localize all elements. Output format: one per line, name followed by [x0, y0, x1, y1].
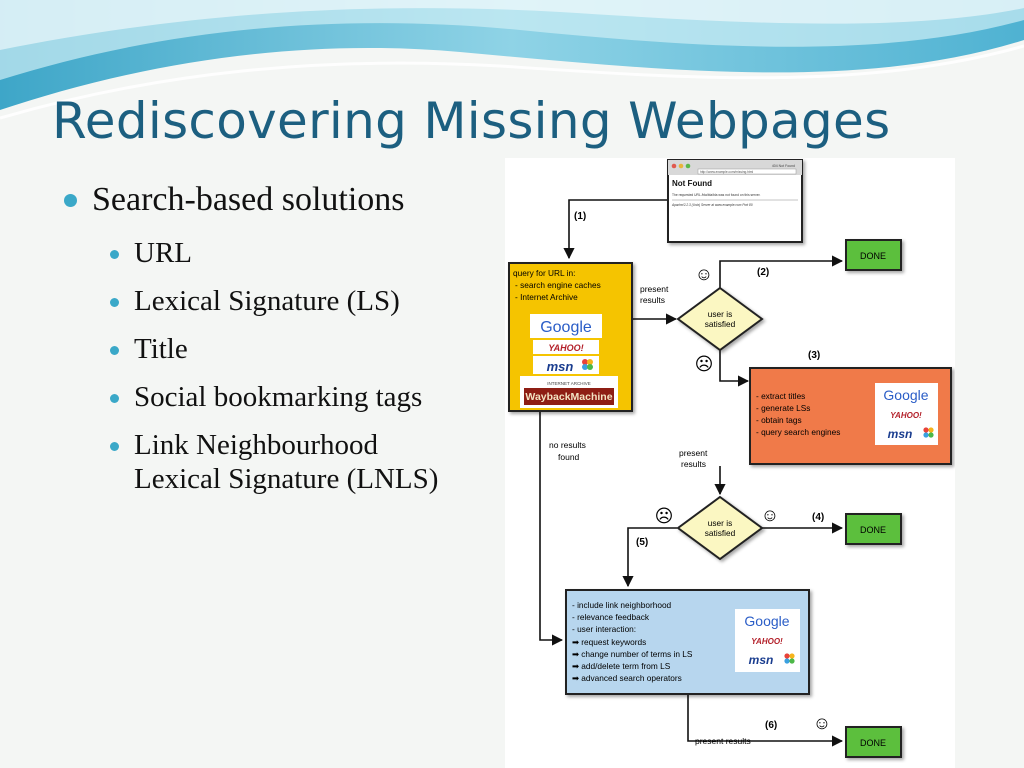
sub-bullet-list: URL Lexical Signature (LS) Title Social …	[60, 236, 510, 496]
sub-bullet-text: Lexical Signature (LS)	[134, 285, 400, 317]
arrow-to-done-1	[719, 255, 844, 288]
sub-bullet-tags: Social bookmarking tags	[60, 380, 510, 414]
step-label-2: (2)	[757, 267, 769, 278]
yahoo-logo: YAHOO!	[548, 343, 583, 353]
sub-bullet-dot	[110, 346, 119, 355]
not-found-browser-window: 404 Not Found http://www.example.com/mis…	[667, 159, 803, 243]
sub-bullet-dot	[110, 250, 119, 259]
arrow-to-box2	[719, 350, 750, 387]
yahoo-logo: YAHOO!	[751, 637, 783, 646]
sub-bullet-text: Title	[134, 333, 188, 365]
box-query-url: query for URL in: - search engine caches…	[508, 262, 633, 412]
bullet-main-text: Search-based solutions	[92, 181, 405, 218]
box3-line: ➡ advanced search operators	[572, 673, 682, 683]
present-results-label-1: present	[640, 284, 669, 294]
done-label-1: DONE	[860, 251, 886, 261]
msn-butterfly-icon	[582, 359, 593, 370]
browser-address: http://www.example.com/missing.html	[700, 170, 753, 174]
arrow-to-done-3	[687, 694, 844, 747]
arrow-step-5	[622, 527, 677, 588]
step-label-5: (5)	[636, 537, 648, 548]
step-label-6: (6)	[765, 720, 777, 731]
msn-logo: msn	[749, 653, 774, 667]
diamond1-line: satisfied	[705, 319, 736, 329]
sub-bullet-url: URL	[60, 236, 510, 270]
no-results-label-b: found	[558, 452, 580, 462]
arrow-step-1	[563, 199, 668, 260]
box2-line: - generate LSs	[756, 403, 810, 413]
present-results-label-1b: results	[640, 295, 665, 305]
present-results-label-2: present	[679, 448, 708, 458]
sub-bullet-text-line2: Lexical Signature (LNLS)	[134, 463, 439, 495]
sub-bullet-ls: Lexical Signature (LS)	[60, 284, 510, 318]
sub-bullet-dot	[110, 298, 119, 307]
bullet-dot	[64, 194, 77, 207]
msn-logo: msn	[888, 427, 913, 441]
google-logo: Google	[744, 613, 789, 629]
sub-bullet-title: Title	[60, 332, 510, 366]
box2-line: - extract titles	[756, 391, 805, 401]
box3-line: - include link neighborhood	[572, 600, 672, 610]
decision-user-satisfied-2: user is satisfied	[676, 495, 764, 561]
bullet-main: Search-based solutions	[60, 178, 510, 222]
step-label-4: (4)	[812, 512, 824, 523]
wayback-small-text: INTERNET ARCHIVE	[547, 381, 590, 386]
box2-line: - obtain tags	[756, 415, 802, 425]
msn-logo: msn	[547, 359, 574, 374]
diamond1-line: user is	[708, 309, 732, 319]
happy-face-icon: ☺	[761, 505, 779, 525]
box3-line: - user interaction:	[572, 624, 636, 634]
diamond2-line: satisfied	[705, 528, 736, 538]
flowchart: 404 Not Found http://www.example.com/mis…	[505, 158, 955, 768]
msn-butterfly-icon	[923, 427, 934, 438]
box1-line: - Internet Archive	[515, 292, 578, 302]
sub-bullet-text: Social bookmarking tags	[134, 381, 423, 413]
box-link-neighborhood: - include link neighborhood - relevance …	[565, 589, 810, 695]
done-label-2: DONE	[860, 525, 886, 535]
step-label-1: (1)	[574, 211, 586, 222]
sub-bullet-dot	[110, 394, 119, 403]
box-extract-titles: - extract titles - generate LSs - obtain…	[749, 367, 952, 465]
box2-line: - query search engines	[756, 427, 840, 437]
msn-butterfly-icon	[784, 653, 795, 664]
browser-body: The requested URL /bla/bla/bla was not f…	[672, 193, 761, 197]
sub-bullet-text: Link Neighbourhood	[134, 429, 379, 461]
box3-line: ➡ request keywords	[572, 637, 646, 647]
present-results-final-label: present results	[695, 736, 751, 746]
browser-footer: Apache/2.2.3 (Unix) Server at www.exampl…	[671, 203, 753, 207]
done-box-3: DONE	[845, 726, 902, 758]
sad-face-icon: ☹	[695, 354, 714, 374]
present-results-label-2b: results	[681, 459, 706, 469]
happy-face-icon: ☺	[813, 713, 831, 733]
box3-line: - relevance feedback	[572, 612, 650, 622]
google-logo: Google	[540, 319, 592, 336]
sub-bullet-text: URL	[134, 237, 192, 269]
step-label-3: (3)	[808, 350, 820, 361]
box3-line: ➡ change number of terms in LS	[572, 649, 693, 659]
done-box-1: DONE	[845, 239, 902, 271]
box1-line: - search engine caches	[515, 280, 601, 290]
browser-heading: Not Found	[672, 179, 712, 188]
no-results-label: no results	[549, 440, 586, 450]
sub-bullet-dot	[110, 442, 119, 451]
box1-line: query for URL in:	[513, 268, 575, 278]
bullet-list: Search-based solutions URL Lexical Signa…	[60, 178, 510, 496]
diamond2-line: user is	[708, 518, 732, 528]
box3-line: ➡ add/delete term from LS	[572, 661, 671, 671]
browser-tab-title: 404 Not Found	[772, 164, 795, 168]
happy-face-icon: ☺	[695, 264, 713, 284]
slide-title: Rediscovering Missing Webpages	[52, 92, 891, 150]
done-box-2: DONE	[845, 513, 902, 545]
wayback-logo: WaybackMachine	[525, 391, 612, 403]
connectors	[539, 199, 844, 747]
sad-face-icon: ☹	[655, 506, 674, 526]
decision-user-satisfied-1: user is satisfied	[676, 286, 764, 352]
arrow-no-results	[539, 408, 564, 646]
google-logo: Google	[883, 387, 928, 403]
header-wave-background	[0, 0, 1024, 140]
done-label-3: DONE	[860, 738, 886, 748]
yahoo-logo: YAHOO!	[890, 411, 922, 420]
